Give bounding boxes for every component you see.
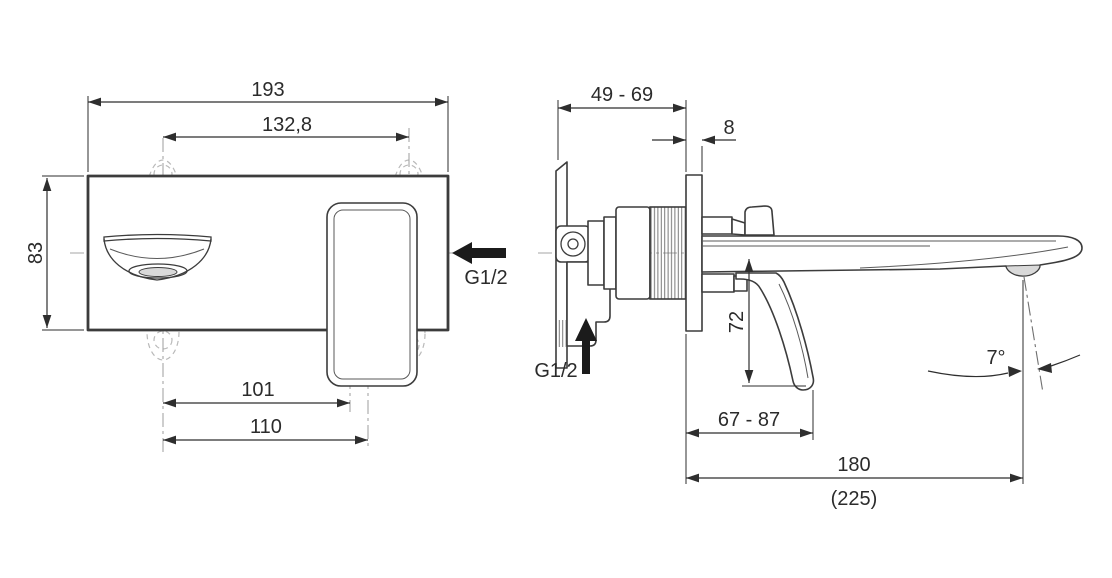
spout-retainer-side [744,205,775,236]
dim-label-plate-thickness: 8 [723,117,734,139]
handle-front [326,202,418,387]
dim-label-110: 110 [250,416,282,438]
dim-label-overall-width: 193 [251,79,284,101]
spout-front [103,233,212,281]
front-view: 193 132,8 83 101 110 G1/2 [25,79,508,452]
side-dimensions: 49 - 69 8 72 67 - 87 180 (225) [557,84,1081,510]
dim-label-spray-angle: 7° [986,347,1005,369]
side-inlet: G1/2 [534,318,597,382]
flow-arrow-left-icon [452,242,506,264]
dim-label-plate-height: 83 [25,242,47,264]
fixing-slot-bottom-right [392,305,426,363]
fixing-hole-top-right [399,164,419,184]
angle-arrow-left [1008,366,1022,377]
inlet-label-side: G1/2 [534,360,577,382]
fixing-hole-top-left [153,164,173,184]
wall-plate-side [685,174,703,332]
dim-label-spout-projection-alt: (225) [831,488,878,510]
front-inlet: G1/2 [452,242,508,289]
dim-label-101: 101 [241,379,274,401]
angle-arrow-right [1037,363,1052,373]
dim-label-spout-projection: 180 [837,454,870,476]
valve-body-side [587,206,687,300]
threaded-sleeve-side [649,206,687,300]
spout-side [701,235,1083,277]
fixing-slot-bottom-left [146,303,180,361]
flow-arrow-up-icon [575,318,597,374]
aerator-side [1005,264,1041,277]
dim-label-handle-projection: 67 - 87 [718,409,780,431]
dim-label-depth-range: 49 - 69 [591,84,653,106]
dim-label-hole-spacing: 132,8 [262,114,312,136]
fixing-hole-bottom-left [153,330,173,350]
handle-side [735,272,815,391]
aerator-front [128,263,188,279]
front-dimensions: 193 132,8 83 101 110 [25,79,449,445]
side-view: 49 - 69 8 72 67 - 87 180 (225) [534,84,1083,510]
spray-angle: 7° [927,276,1081,394]
spout-base-side [701,205,775,293]
dim-label-handle-clearance: 72 [726,311,748,333]
spray-axis-centerline [1023,276,1044,394]
inlet-label-front: G1/2 [464,267,507,289]
